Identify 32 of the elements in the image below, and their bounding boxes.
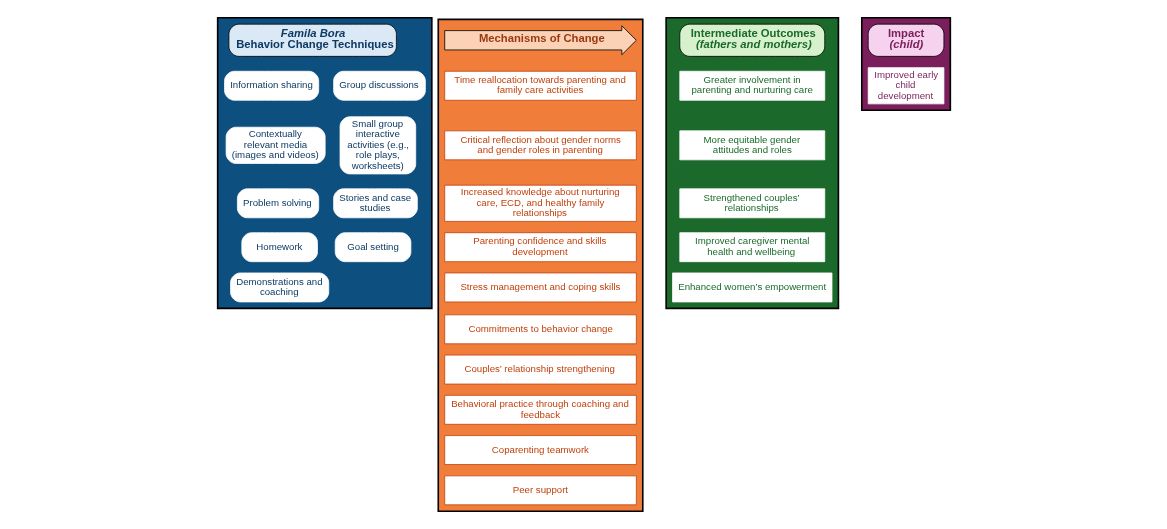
node-box: Peer support bbox=[443, 475, 637, 506]
cluster bbox=[216, 16, 433, 310]
node-box: Parenting confidence and skills development bbox=[443, 232, 637, 263]
node-box: Commitments to behavior change bbox=[443, 314, 637, 345]
node-box: Stress management and coping skills bbox=[443, 272, 637, 303]
node-box: Impact (child) bbox=[867, 23, 944, 57]
node-box: Information sharing bbox=[223, 70, 319, 101]
node-box: Behavioral practice through coaching and feedback bbox=[443, 394, 637, 425]
node-box: Critical reflection about gender norms and gender roles in parenting bbox=[443, 130, 637, 161]
node-box: Strengthened couples’ relationships bbox=[678, 188, 825, 219]
cluster bbox=[436, 18, 644, 513]
node-box: Contextually relevant media (images and videos) bbox=[225, 126, 326, 164]
node-box: Time reallocation towards parenting and family care activities bbox=[443, 70, 637, 101]
node-box: Homework bbox=[240, 232, 318, 263]
node-box: Problem solving bbox=[236, 188, 319, 219]
cluster bbox=[860, 16, 951, 112]
node-box: Greater involvement in parenting and nurturing care bbox=[678, 70, 825, 101]
node-box: Increased knowledge about nurturing care, ECD, and healthy family relationships bbox=[443, 184, 637, 222]
node-box: Improved caregiver mental health and wellbeing bbox=[678, 232, 825, 263]
node-box: Coparenting teamwork bbox=[443, 435, 637, 465]
node-box: Intermediate Outcomes (fathers and mothers) bbox=[678, 23, 825, 57]
node-box: Couples’ relationship strengthening bbox=[443, 354, 637, 385]
node-box: More equitable gender attitudes and roles bbox=[678, 130, 825, 161]
cluster bbox=[664, 16, 839, 310]
node-box: Stories and case studies bbox=[332, 188, 418, 219]
node-box: Goal setting bbox=[334, 232, 411, 263]
node-box: Small group interactive activities (e.g., role plays, worksheets) bbox=[339, 116, 416, 175]
node-box: Improved early child development bbox=[867, 67, 944, 105]
node-box: Demonstrations and coaching bbox=[229, 272, 329, 303]
node-box: Group discussions bbox=[332, 70, 426, 101]
node-box: Enhanced women’s empowerment bbox=[671, 272, 832, 303]
node-box: Famila Bora Behavior Change Techniques bbox=[228, 23, 397, 57]
